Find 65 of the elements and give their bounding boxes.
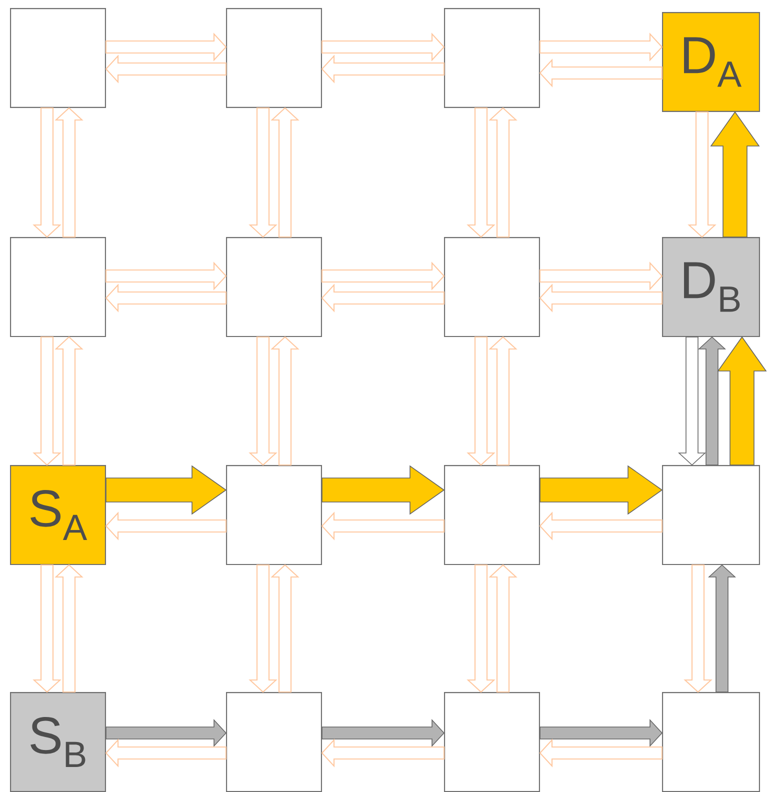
arrow — [321, 32, 445, 62]
arrow — [105, 32, 227, 62]
arrow — [488, 336, 518, 466]
arrow — [54, 564, 84, 693]
grid-box — [444, 692, 540, 792]
arrow — [540, 465, 663, 515]
arrow — [322, 465, 445, 515]
arrow — [54, 107, 84, 238]
grid-box — [444, 237, 540, 337]
arrow — [539, 738, 663, 768]
arrow — [32, 336, 62, 466]
arrow — [321, 54, 445, 84]
arrow — [322, 718, 445, 748]
arrow — [105, 512, 227, 540]
grid-box — [226, 8, 322, 108]
grid-box — [662, 465, 760, 565]
arrow — [321, 262, 445, 290]
arrow — [708, 564, 736, 692]
arrow — [106, 718, 227, 748]
arrow — [466, 107, 496, 238]
arrow — [270, 564, 300, 693]
arrow — [321, 738, 445, 768]
arrow — [466, 336, 496, 466]
arrow — [248, 564, 278, 693]
arrow — [678, 336, 706, 466]
arrow — [540, 718, 663, 748]
arrow — [105, 284, 227, 312]
arrow — [488, 107, 518, 238]
grid-box — [226, 692, 322, 792]
arrow — [105, 262, 227, 290]
arrow — [105, 54, 227, 84]
arrow — [106, 465, 227, 515]
grid-box — [444, 8, 540, 108]
arrow — [270, 107, 300, 238]
arrow — [539, 512, 663, 540]
arrow — [539, 262, 663, 290]
arrow — [539, 284, 663, 312]
grid-box — [10, 237, 106, 337]
arrow — [539, 58, 663, 88]
grid-box — [444, 465, 540, 565]
arrow — [270, 336, 300, 466]
arrow — [54, 336, 84, 466]
arrow — [105, 738, 227, 768]
grid-box: D$_{A}$ — [662, 12, 760, 112]
arrow — [488, 564, 518, 693]
arrow — [248, 107, 278, 238]
arrow — [32, 564, 62, 693]
grid-box — [662, 692, 760, 792]
arrow — [466, 564, 496, 693]
grid-box — [10, 8, 106, 108]
arrow — [539, 32, 663, 62]
arrow — [32, 107, 62, 238]
grid-box: D$_{B}$ — [662, 237, 760, 337]
grid-box: S$_{A}$ — [10, 465, 106, 565]
arrow — [248, 336, 278, 466]
grid-box — [226, 237, 322, 337]
arrow — [321, 512, 445, 540]
arrow — [717, 336, 767, 466]
arrow — [684, 564, 712, 693]
arrow — [710, 111, 760, 238]
grid-box: S$_{B}$ — [10, 692, 106, 792]
arrow — [698, 336, 726, 466]
arrow — [688, 111, 716, 238]
arrow — [321, 284, 445, 312]
grid-box — [226, 465, 322, 565]
